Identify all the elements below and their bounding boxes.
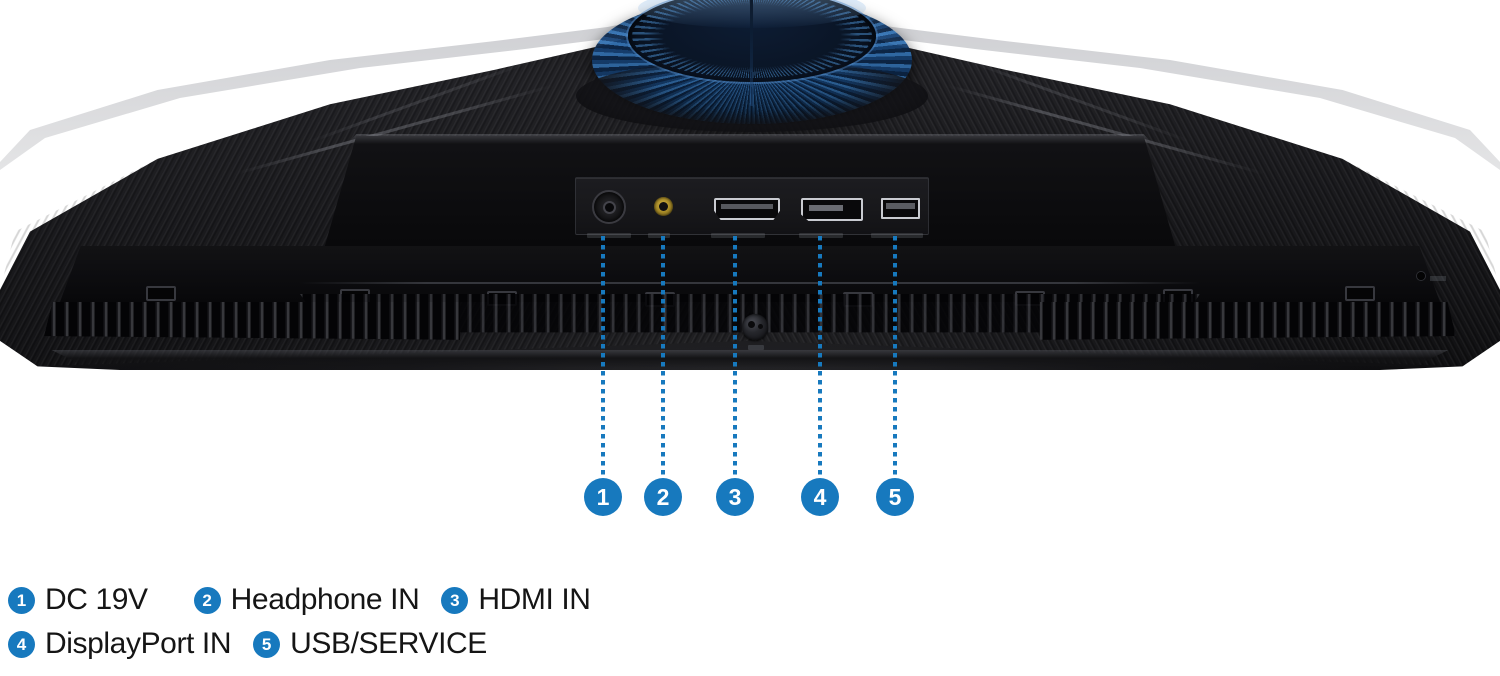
leader-line-4 [818, 236, 822, 484]
callout-badge-2: 2 [644, 478, 682, 516]
security-lock-slot [1417, 272, 1425, 280]
leader-line-1 [601, 236, 605, 484]
control-joystick-button[interactable] [742, 314, 768, 340]
legend-badge-3: 3 [441, 586, 469, 614]
bottom-vent-right [1040, 302, 1456, 340]
legend-item-headphone-in: 2 Headphone IN [193, 583, 420, 617]
stand-mount [576, 0, 928, 132]
legend-badge-5: 5 [253, 630, 281, 658]
legend-badge-2: 2 [193, 586, 221, 614]
callout-badge-5: 5 [876, 478, 914, 516]
legend-label-2: Headphone IN [230, 583, 420, 616]
legend-label-1: DC 19V [45, 583, 148, 616]
hdmi-port-icon [714, 198, 780, 220]
leader-line-5 [893, 236, 897, 484]
leader-line-2 [661, 236, 665, 484]
legend-item-displayport-in: 4 DisplayPort IN [8, 627, 232, 661]
headphone-jack-icon [654, 197, 673, 216]
body-notch [146, 286, 176, 301]
displayport-port-icon [801, 198, 863, 221]
callout-badge-4: 4 [801, 478, 839, 516]
bottom-vent-left [44, 302, 460, 340]
usb-service-port-icon [881, 198, 920, 219]
callout-badge-3: 3 [716, 478, 754, 516]
legend-label-3: HDMI IN [478, 583, 591, 616]
legend-item-hdmi-in: 3 HDMI IN [441, 583, 591, 617]
io-port-panel [575, 177, 929, 235]
port-silkscreen-labels [575, 233, 927, 243]
security-lock-silkscreen [1430, 276, 1446, 281]
callout-badge-1: 1 [584, 478, 622, 516]
legend-row-2: 4 DisplayPort IN 5 USB/SERVICE [8, 624, 487, 664]
dc-power-jack-icon [592, 190, 626, 224]
legend-badge-1: 1 [8, 586, 35, 614]
body-notch [1345, 286, 1375, 301]
legend-item-dc-19v: 1 DC 19V [8, 583, 148, 617]
legend-badge-4: 4 [8, 630, 35, 658]
legend-label-4: DisplayPort IN [45, 627, 232, 660]
legend-item-usb-service: 5 USB/SERVICE [253, 627, 487, 661]
legend-label-5: USB/SERVICE [290, 627, 487, 660]
lower-body-band [60, 246, 1440, 302]
lower-body-seam [300, 282, 1200, 284]
legend-row-1: 1 DC 19V 2 Headphone IN 3 HDMI IN [8, 580, 591, 620]
joystick-silkscreen [748, 345, 764, 350]
leader-line-3 [733, 236, 737, 484]
monitor-rear-view: 1 2 3 4 5 [0, 0, 1500, 516]
